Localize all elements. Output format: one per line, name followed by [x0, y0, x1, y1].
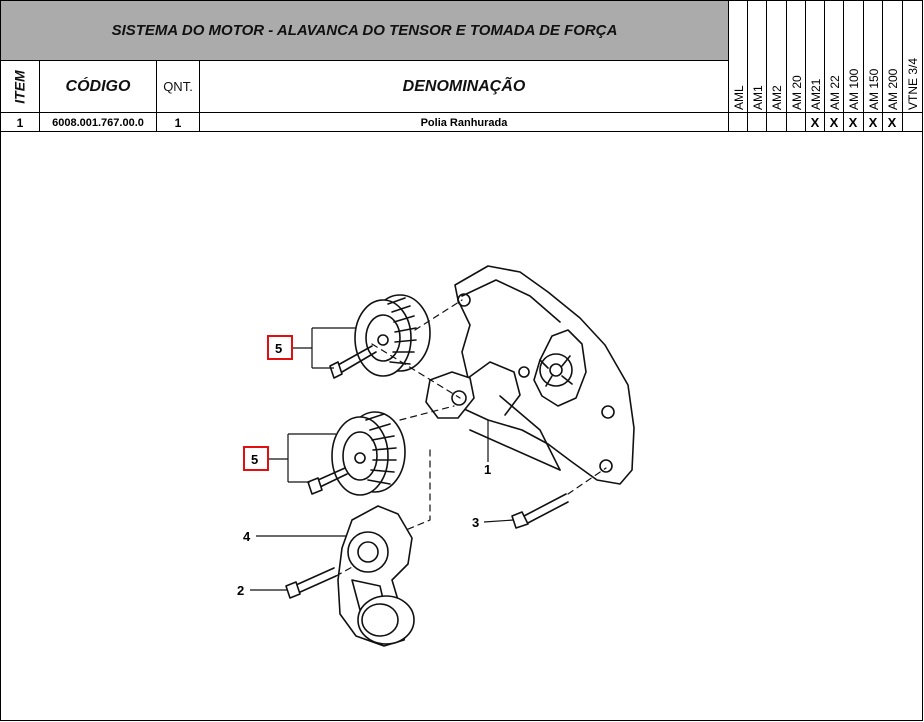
- model-header: AM 100: [847, 68, 861, 110]
- row-item: 1: [16, 115, 24, 130]
- lower-pulley: [331, 411, 406, 496]
- col-divider: [199, 60, 200, 132]
- model-mark: [787, 113, 805, 132]
- model-header: AM 22: [828, 75, 842, 110]
- col-divider: [156, 60, 157, 132]
- col-divider: [728, 1, 729, 132]
- callout-highlight-upper: [267, 335, 293, 360]
- model-mark: [767, 113, 785, 132]
- col-divider: [863, 1, 864, 132]
- callout-label-5-upper: 5: [275, 341, 282, 356]
- col-header-item-label: ITEM: [11, 69, 28, 104]
- row-qnt: 1: [174, 115, 182, 130]
- model-mark: X: [848, 115, 858, 130]
- model-header: AM2: [770, 85, 784, 110]
- model-header: AM21: [809, 78, 823, 110]
- callout-highlight-lower: [243, 446, 269, 471]
- col-divider: [39, 60, 40, 132]
- upper-pulley: [354, 294, 431, 377]
- callout-label-1: 1: [484, 462, 491, 477]
- col-divider: [824, 1, 825, 132]
- model-mark: [903, 113, 921, 132]
- callout-leader-upper: [292, 327, 356, 369]
- col-divider: [882, 1, 883, 132]
- model-mark: [729, 113, 747, 132]
- callout-label-5-lower: 5: [251, 452, 258, 467]
- model-header: AM 200: [886, 68, 900, 110]
- upper-bolt: [329, 345, 377, 379]
- model-mark: [748, 113, 766, 132]
- model-header: VTNE 3/4: [906, 57, 920, 110]
- row-codigo: 6008.001.767.00.0: [52, 116, 144, 129]
- callout-leader-3: [483, 519, 515, 523]
- bolt-3: [511, 493, 569, 529]
- model-mark: X: [810, 115, 820, 130]
- model-mark: X: [868, 115, 878, 130]
- col-header-item: ITEM: [1, 61, 39, 112]
- page-title: SISTEMA DO MOTOR - ALAVANCA DO TENSOR E …: [1, 1, 728, 60]
- header-bottom-line: [1, 112, 922, 113]
- callout-label-3: 3: [472, 515, 479, 530]
- model-mark: X: [829, 115, 839, 130]
- callout-leader-lower: [268, 433, 336, 483]
- title-divider: [1, 60, 728, 61]
- col-header-codigo: CÓDIGO: [65, 77, 131, 95]
- col-divider: [805, 1, 806, 132]
- parts-diagram: 5 5 1 4 3 2: [237, 265, 635, 647]
- col-header-qnt: QNT.: [163, 79, 193, 94]
- model-header: AM1: [751, 85, 765, 110]
- col-divider: [902, 1, 903, 132]
- tensioner-bracket: [425, 265, 635, 485]
- model-mark: X: [887, 115, 897, 130]
- col-divider: [843, 1, 844, 132]
- bolt-2: [285, 567, 337, 599]
- row-denominacao: Polia Ranhurada: [420, 116, 508, 129]
- col-divider: [786, 1, 787, 132]
- col-header-denominacao: DENOMINAÇÃO: [402, 77, 526, 95]
- assembly-lines: [335, 299, 607, 577]
- row-bottom-line: [1, 131, 922, 132]
- model-header: AM 20: [790, 75, 804, 110]
- col-divider: [766, 1, 767, 132]
- callout-label-4: 4: [243, 529, 251, 544]
- col-divider: [747, 1, 748, 132]
- callout-label-2: 2: [237, 583, 244, 598]
- lower-bolt: [307, 467, 348, 495]
- model-header: AML: [732, 85, 746, 110]
- model-header: AM 150: [867, 68, 881, 110]
- tensioner-arm: [337, 505, 415, 647]
